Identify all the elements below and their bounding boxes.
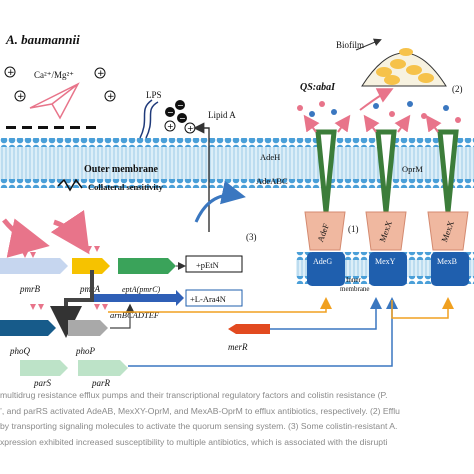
signal-molecules bbox=[297, 101, 461, 127]
merr-gene bbox=[228, 324, 270, 334]
lps-strand-icon bbox=[139, 99, 159, 139]
positive-charge-icons: + + + + bbox=[4, 66, 116, 102]
regulation-lines bbox=[108, 297, 454, 367]
pink-triangles bbox=[22, 246, 108, 310]
svg-text:−: − bbox=[177, 101, 184, 110]
arn-label: arnBCADTEF bbox=[110, 310, 160, 320]
biofilm-label: Biofilm bbox=[336, 40, 364, 50]
petn-box bbox=[185, 255, 243, 273]
caption-line-3: by transporting signaling molecules to a… bbox=[0, 421, 398, 431]
phoq-gene bbox=[0, 320, 56, 336]
zigzag-icon bbox=[57, 178, 83, 192]
svg-text:−: − bbox=[167, 108, 174, 117]
svg-text:−: − bbox=[179, 114, 186, 123]
caption-line-4: xpression exhibited increased susceptibi… bbox=[0, 436, 388, 447]
caption-line-1: multidrug resistance efflux pumps and th… bbox=[0, 390, 388, 400]
collateral-sensitivity-label: Collateral sensitivity bbox=[88, 182, 164, 192]
paper-plane-icon bbox=[29, 82, 80, 120]
epta-label: eptA(pmrC) bbox=[122, 285, 161, 294]
step-2-label: (2) bbox=[452, 84, 463, 94]
svg-text:+: + bbox=[187, 124, 194, 133]
parr-label: parR bbox=[91, 378, 111, 388]
lipid-a-arrow bbox=[193, 122, 210, 232]
phop-label: phoP bbox=[75, 346, 96, 356]
signal-arrows bbox=[2, 209, 90, 258]
pmra-label: pmrA bbox=[79, 284, 101, 294]
petn-label: +pEtN bbox=[196, 260, 219, 270]
svg-text:+: + bbox=[97, 69, 105, 79]
outer-membrane-label: Outer membrane bbox=[84, 164, 159, 175]
pmrb-gene bbox=[0, 258, 68, 274]
lps-label: LPS bbox=[146, 90, 162, 100]
regulation-loop-arrow bbox=[50, 270, 94, 338]
mexy-label: MexY bbox=[375, 257, 396, 266]
oprm-label: OprM bbox=[402, 164, 423, 174]
qs-label: QS:abaI bbox=[300, 82, 336, 93]
epta-gene bbox=[118, 258, 176, 274]
phop-arrow bbox=[110, 303, 135, 329]
inner-label: Inner bbox=[346, 276, 361, 284]
arn-operon bbox=[94, 290, 184, 306]
collateral-loop-arrow bbox=[194, 180, 246, 223]
biofilm-arrow bbox=[355, 38, 382, 51]
pmra-gene bbox=[72, 258, 110, 274]
qs-arrow bbox=[359, 88, 394, 111]
efflux-pump-3 bbox=[427, 129, 469, 286]
step-3-label: (3) bbox=[246, 232, 257, 242]
efflux-pump-2 bbox=[365, 129, 407, 286]
diagram-figure: A. baumannii Ca²⁺/Mg²⁺ + + + + LPS − − −… bbox=[0, 32, 474, 388]
pmrb-label: pmrB bbox=[19, 284, 41, 294]
lara4n-box bbox=[185, 289, 243, 307]
lps-charge-icons: − − − + + bbox=[164, 100, 196, 134]
pars-gene bbox=[20, 360, 68, 376]
membrane-label: membrane bbox=[340, 285, 370, 293]
ions-label: Ca²⁺/Mg²⁺ bbox=[34, 70, 74, 80]
step-1-label: (1) bbox=[348, 224, 359, 234]
biofilm-icon bbox=[361, 48, 447, 87]
figure-caption: multidrug resistance efflux pumps and th… bbox=[0, 388, 474, 474]
lara4n-label: +L-Ara4N bbox=[190, 294, 226, 304]
outer-membrane bbox=[0, 138, 474, 188]
svg-text:+: + bbox=[107, 92, 115, 102]
negative-charges bbox=[6, 126, 96, 129]
efflux-pump-1 bbox=[304, 129, 346, 286]
merr-label: merR bbox=[228, 342, 248, 352]
adeg-label: AdeG bbox=[313, 257, 332, 266]
svg-text:+: + bbox=[167, 122, 174, 131]
efflux-arrows bbox=[303, 114, 442, 133]
mexb-label: MexB bbox=[437, 257, 457, 266]
parr-gene bbox=[78, 360, 128, 376]
lipid-a-label: Lipid A bbox=[208, 110, 236, 120]
svg-text:+: + bbox=[7, 68, 15, 78]
svg-text:+: + bbox=[17, 92, 25, 102]
phop-gene bbox=[68, 320, 108, 336]
adeabc-label: AdeABC bbox=[256, 176, 288, 186]
pars-label: parS bbox=[33, 378, 52, 388]
adeh-label: AdeH bbox=[260, 152, 280, 162]
phoq-label: phoQ bbox=[9, 346, 31, 356]
caption-line-2: ’, and parRS activated AdeAB, MexXY-OprM… bbox=[0, 405, 400, 416]
figure-title: A. baumannii bbox=[5, 32, 80, 47]
